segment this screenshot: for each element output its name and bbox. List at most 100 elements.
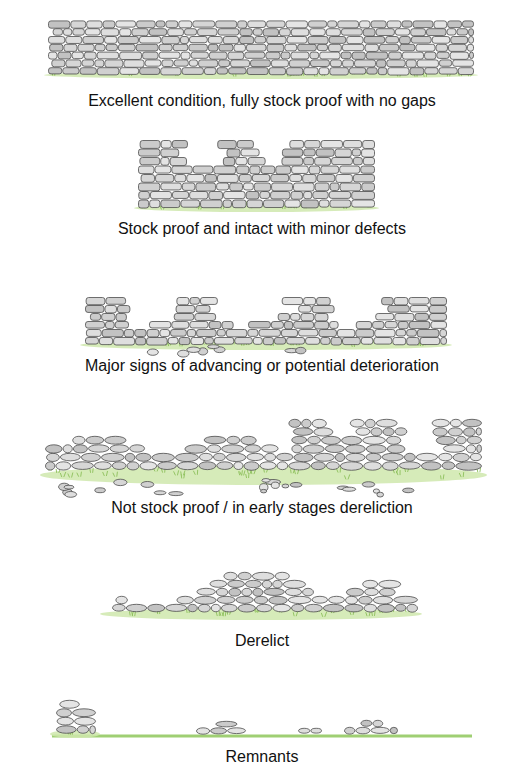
stone	[80, 68, 96, 75]
stone	[177, 596, 194, 604]
stone	[60, 700, 80, 708]
stone	[410, 306, 428, 312]
grass-tuft	[441, 474, 444, 479]
stone	[291, 314, 300, 321]
stone	[287, 338, 305, 345]
stone	[308, 21, 326, 27]
stone	[136, 338, 146, 345]
stone	[235, 338, 253, 344]
stone	[361, 720, 372, 726]
stone	[208, 44, 218, 51]
stone	[277, 453, 293, 460]
stone	[326, 29, 340, 36]
stone	[320, 52, 340, 59]
stone	[172, 322, 189, 329]
grass-tuft	[60, 472, 65, 477]
stone	[86, 338, 99, 345]
grass-tuft	[113, 472, 118, 477]
stone	[162, 37, 180, 44]
stone	[366, 453, 381, 461]
stone	[439, 60, 451, 66]
stone	[340, 183, 361, 191]
stone	[223, 200, 231, 207]
stone	[140, 158, 160, 165]
stone	[211, 604, 220, 611]
stone	[314, 453, 334, 461]
stone	[356, 330, 374, 338]
stone	[292, 166, 309, 173]
stone	[139, 166, 155, 174]
stone	[469, 29, 474, 36]
wall-deteriorating	[80, 298, 452, 358]
stone	[433, 428, 447, 436]
stone	[289, 419, 301, 427]
stone	[316, 149, 334, 156]
stone	[264, 588, 285, 595]
stone	[205, 338, 214, 344]
stone	[298, 44, 317, 51]
stone	[365, 588, 379, 595]
stone	[159, 52, 180, 58]
stone	[209, 52, 227, 59]
stone	[81, 453, 100, 461]
stone	[338, 21, 359, 28]
stone	[191, 338, 204, 345]
stone	[343, 60, 354, 67]
stone	[306, 338, 320, 345]
stone	[317, 175, 335, 182]
stone	[363, 436, 386, 444]
stone	[63, 68, 79, 74]
stone	[287, 68, 303, 75]
stone	[247, 453, 264, 460]
stone	[440, 330, 447, 337]
stone	[304, 158, 314, 165]
stone	[323, 604, 343, 612]
stone	[356, 727, 370, 734]
stone	[281, 52, 290, 59]
stone	[305, 141, 320, 148]
stone	[223, 158, 234, 166]
stone	[450, 52, 468, 59]
stone	[97, 52, 118, 59]
stone	[201, 200, 223, 208]
stone	[447, 29, 456, 35]
stone	[147, 349, 158, 355]
stone	[294, 453, 313, 461]
stone	[294, 322, 314, 329]
grass-tuft	[459, 472, 463, 477]
stone	[224, 192, 246, 199]
stone	[161, 158, 169, 166]
stone	[265, 453, 276, 461]
stone	[95, 44, 105, 51]
stone	[139, 183, 160, 191]
stone	[382, 453, 403, 461]
stone	[199, 453, 212, 460]
grass-tuft	[240, 470, 245, 475]
stone	[199, 60, 218, 67]
stone	[379, 580, 401, 588]
stone	[198, 29, 217, 36]
stone	[234, 44, 245, 51]
stone	[285, 44, 297, 51]
stone	[118, 44, 135, 51]
stone	[63, 445, 72, 453]
stone	[197, 330, 217, 337]
stone	[413, 21, 433, 28]
stone	[363, 158, 374, 165]
stone	[287, 37, 307, 44]
stone	[286, 21, 307, 28]
stone	[420, 338, 440, 345]
stone	[439, 68, 457, 74]
stone	[272, 183, 293, 191]
stone	[154, 491, 166, 495]
stone	[321, 166, 339, 173]
stone	[105, 37, 117, 44]
stone	[271, 482, 279, 488]
stone	[239, 175, 251, 182]
stone	[394, 298, 408, 305]
stone	[248, 158, 265, 165]
stone	[390, 727, 397, 733]
stone	[399, 462, 420, 469]
stone	[386, 37, 399, 44]
stone	[168, 29, 184, 36]
